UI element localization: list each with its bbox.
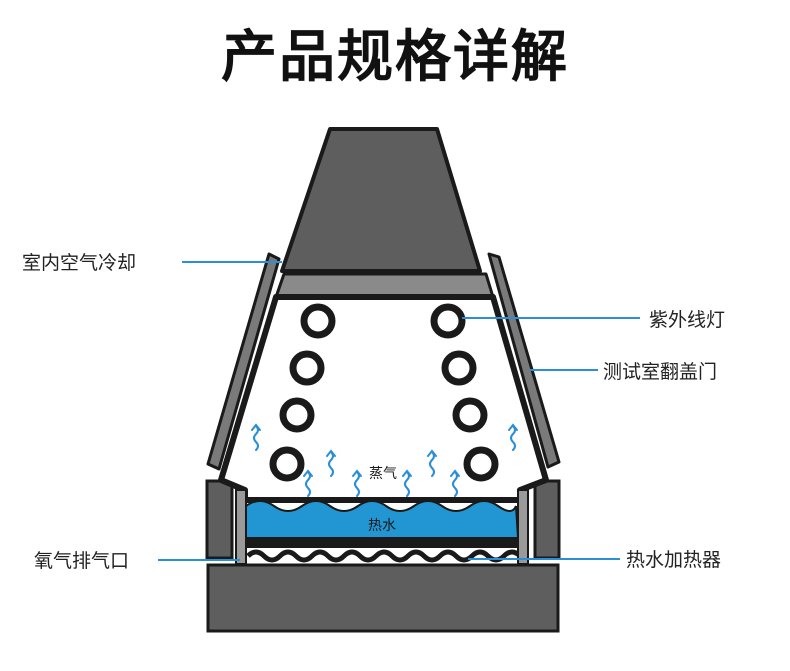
steam-arrow-icon (352, 469, 362, 497)
label-uv-lamp: 紫外线灯 (649, 309, 725, 331)
heater-coil (246, 549, 522, 563)
label-test-chamber-lid: 测试室翻盖门 (603, 361, 717, 383)
right-side-block (533, 479, 561, 560)
page-title: 产品规格详解 (221, 25, 569, 90)
uv-lamp-icon (430, 303, 466, 339)
right-exhaust-post (517, 489, 529, 565)
label-indoor-air-cooling: 室内空气冷却 (22, 252, 136, 274)
uv-lamp-icon (441, 350, 477, 386)
steam-arrow-icon (427, 449, 437, 477)
uv-lamp-icon (269, 446, 305, 482)
label-oxygen-exhaust: 氧气排气口 (34, 550, 129, 572)
hot-water (245, 500, 520, 539)
uv-lamp-icon (452, 397, 488, 433)
steam-label: 蒸气 (369, 466, 397, 482)
label-hot-water-heater: 热水加热器 (626, 549, 721, 571)
hot-water-label: 热水 (368, 518, 396, 534)
uv-lamp-icon (300, 303, 336, 339)
uv-lamp-icon (289, 350, 325, 386)
steam-arrow-icon (251, 423, 261, 451)
left-lid-panel (206, 252, 281, 471)
heater-plate (246, 538, 518, 548)
uv-lamps-left (269, 303, 336, 482)
left-side-block (205, 479, 234, 560)
steam-arrow-icon (402, 469, 412, 497)
uv-lamps-right (430, 303, 499, 482)
top-band (274, 272, 495, 299)
steam-arrow-icon (326, 449, 336, 477)
base-platform (206, 563, 560, 633)
steam-arrows (251, 423, 518, 497)
steam-arrow-icon (303, 469, 313, 497)
steam-arrow-icon (508, 423, 518, 451)
left-exhaust-post (235, 489, 247, 565)
right-lid-panel (487, 252, 561, 469)
top-cap (280, 127, 482, 273)
uv-lamp-icon (463, 446, 499, 482)
uv-lamp-icon (279, 397, 315, 433)
steam-arrow-icon (450, 469, 460, 497)
leader-lines (158, 261, 640, 561)
